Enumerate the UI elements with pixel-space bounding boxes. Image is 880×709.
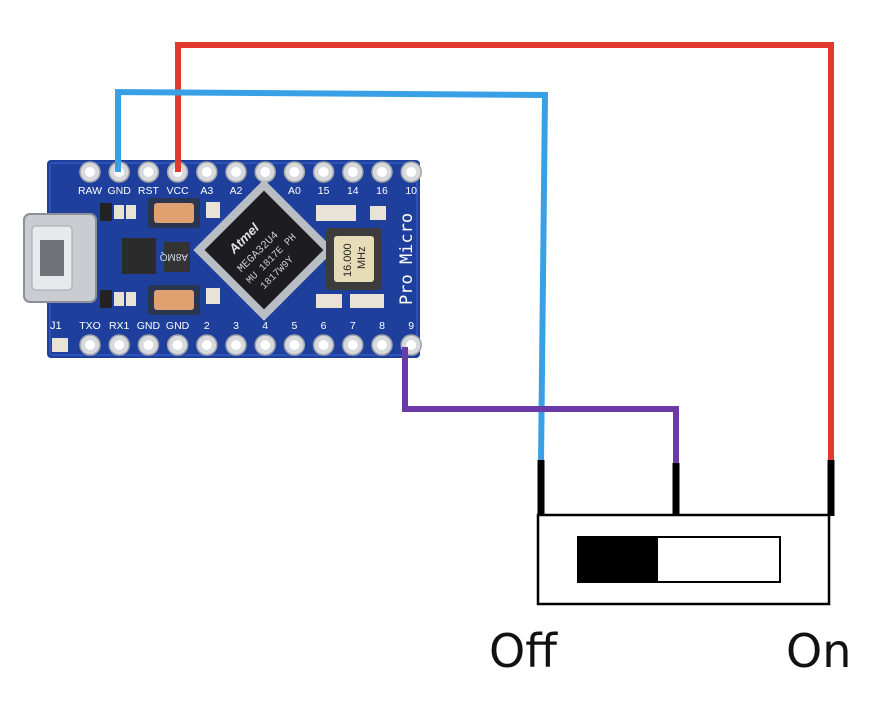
top-pin-label: 14 xyxy=(347,185,359,197)
small-chip-label: A8MQ xyxy=(159,251,188,262)
bottom-pin-hole-center xyxy=(260,340,271,350)
bottom-pin-hole-center xyxy=(114,340,125,350)
top-pin-hole-center xyxy=(143,167,154,177)
pro-micro-board: RAWGNDRSTVCCA3A2A1A015141610 TXORX1GNDGN… xyxy=(23,160,422,358)
vcc-wire xyxy=(175,42,834,462)
bottom-pin-label: TXO xyxy=(79,320,101,332)
bottom-pin-hole-center xyxy=(289,340,300,350)
bottom-pin-label: 8 xyxy=(379,320,385,332)
bottom-pin-labels: TXO RX1 GND GND 2 3 4 5 6 7 8 9 xyxy=(79,320,414,332)
top-pin-label: A3 xyxy=(200,185,213,197)
crystal-freq: 16.000 xyxy=(342,243,354,277)
top-pin-hole-center xyxy=(260,167,271,177)
bottom-pin-label: 2 xyxy=(204,320,210,332)
bottom-pin-hole-center xyxy=(143,340,154,350)
top-pin-label: 16 xyxy=(376,185,388,197)
bottom-pin-label: 9 xyxy=(408,320,414,332)
pin9-wire xyxy=(402,347,679,465)
bottom-pin-label: 3 xyxy=(233,320,239,332)
slide-switch xyxy=(536,460,835,606)
top-pin-hole-center xyxy=(377,167,387,177)
gnd-wire xyxy=(115,88,549,463)
top-pin-label: RST xyxy=(138,185,160,197)
bottom-pin-label: GND xyxy=(137,320,161,332)
bottom-pin-hole-center xyxy=(347,340,358,350)
bottom-pin-label: 7 xyxy=(350,320,356,332)
top-pin-hole-center xyxy=(289,167,300,177)
top-pin-label: RAW xyxy=(78,185,102,197)
crystal-unit: MHz xyxy=(356,246,368,269)
bottom-pin-hole-center xyxy=(318,340,329,350)
top-pin-hole-center xyxy=(231,167,241,177)
bottom-pin-hole-center xyxy=(172,340,183,350)
top-pin-hole-center xyxy=(85,167,95,177)
jumper-label: J1 xyxy=(50,320,62,332)
smd-components xyxy=(100,198,386,315)
bottom-pin-label: RX1 xyxy=(109,320,130,332)
top-pin-label: A2 xyxy=(230,185,243,197)
crystal-oscillator: 16.000 MHz xyxy=(326,228,382,290)
top-pin-label: VCC xyxy=(167,185,190,197)
bottom-pin-hole-center xyxy=(85,340,95,350)
bottom-header xyxy=(79,334,422,356)
bottom-pin-label: 5 xyxy=(291,320,297,332)
bottom-pin-label: 4 xyxy=(262,320,268,332)
switch-slider[interactable] xyxy=(578,537,658,582)
top-pin-hole-center xyxy=(347,167,358,177)
on-label: On xyxy=(786,624,852,678)
bottom-pin-hole-center xyxy=(231,340,241,350)
wires xyxy=(115,42,834,465)
top-pin-label: 15 xyxy=(318,185,330,197)
bottom-pin-label: GND xyxy=(166,320,190,332)
bottom-pin-hole-center xyxy=(201,340,212,350)
top-pin-label: 10 xyxy=(405,185,417,197)
top-pin-hole-center xyxy=(406,167,417,177)
top-pin-label: GND xyxy=(108,185,132,197)
bottom-pin-hole-center xyxy=(377,340,387,350)
board-name: Pro Micro xyxy=(397,213,417,305)
off-label: Off xyxy=(489,624,557,678)
bottom-pin-label: 6 xyxy=(321,320,327,332)
top-pin-hole-center xyxy=(201,167,212,177)
bottom-pin-hole-center xyxy=(406,340,417,350)
micro-usb-connector xyxy=(23,213,97,303)
top-pin-label: A0 xyxy=(288,185,301,197)
top-pin-hole-center xyxy=(318,167,329,177)
